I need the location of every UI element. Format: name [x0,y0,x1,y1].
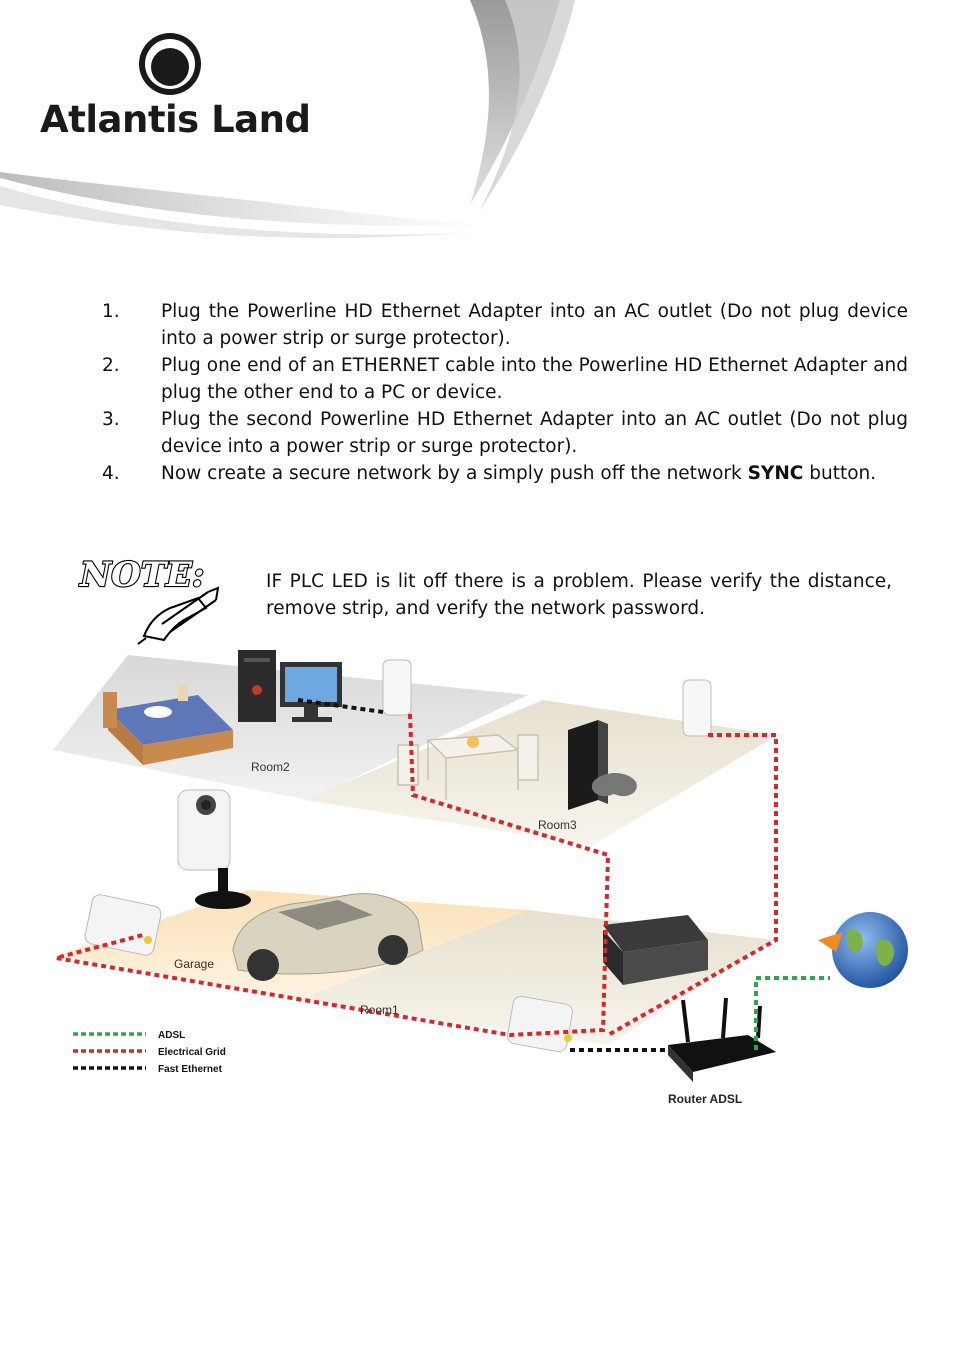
instruction-item: 1. Plug the Powerline HD Ethernet Adapte… [100,298,908,352]
instruction-number: 3. [102,409,120,430]
internet-globe-icon [818,912,908,988]
legend-label-adsl: ADSL [158,1030,185,1041]
note-title: NOTE: [79,555,204,595]
garage-label: Garage [174,957,214,971]
electrical-grid-line [607,733,778,1037]
instruction-text: Plug the Powerline HD Ethernet Adapter i… [161,301,908,349]
note-graphic: NOTE: [78,554,220,645]
car-icon [232,893,424,981]
game-console-icon [568,720,637,810]
legend-label-fast-ethernet: Fast Ethernet [158,1064,223,1075]
room3-label: Room3 [538,818,577,832]
room2-label: Room2 [251,760,290,774]
instruction-text: Plug the second Powerline HD Ethernet Ad… [161,409,908,457]
bed-icon [103,685,233,765]
instruction-text: Now create a secure network by a simply … [161,463,748,484]
note-text: IF PLC LED is lit off there is a problem… [266,571,892,619]
logo-text: Atlantis Land [40,98,311,141]
powerline-adapter-room3 [682,679,712,737]
powerline-adapter-room2 [382,659,412,716]
router-icon [668,997,776,1082]
sofa-icon [603,915,708,985]
room1-label: Room1 [360,1003,399,1017]
dining-table-icon [397,734,539,800]
instruction-number: 4. [102,463,120,484]
logo-mark-icon [139,33,201,95]
ip-camera-icon [177,789,251,909]
adsl-line [754,976,830,1050]
instruction-item: 3. Plug the second Powerline HD Ethernet… [100,406,908,460]
instruction-number: 2. [102,355,120,376]
room3-floor [303,700,778,845]
header-swoosh [0,0,575,239]
powerline-adapter-room1 [507,995,573,1053]
instruction-list: 1. Plug the Powerline HD Ethernet Adapte… [100,298,908,487]
legend: ADSL Electrical Grid Fast Ethernet [73,1030,226,1075]
instruction-text: Plug one end of an ETHERNET cable into t… [161,355,908,403]
sync-keyword: SYNC [747,463,804,484]
atlantis-land-logo: Atlantis Land [40,30,311,145]
network-diagram: Room2 Room3 Garage Room1 Router ADSL ADS… [53,650,908,1106]
desktop-pc-icon [238,650,342,722]
instruction-text: button. [803,463,877,484]
instruction-item: 2. Plug one end of an ETHERNET cable int… [100,352,908,406]
powerline-adapter-garage [84,894,162,956]
instruction-item: 4. Now create a secure network by a simp… [100,460,908,487]
instruction-number: 1. [102,301,120,322]
electrical-grid-line [55,713,611,1038]
legend-label-electrical-grid: Electrical Grid [158,1047,226,1058]
router-label: Router ADSL [668,1092,742,1106]
writing-hand-icon [137,586,220,645]
